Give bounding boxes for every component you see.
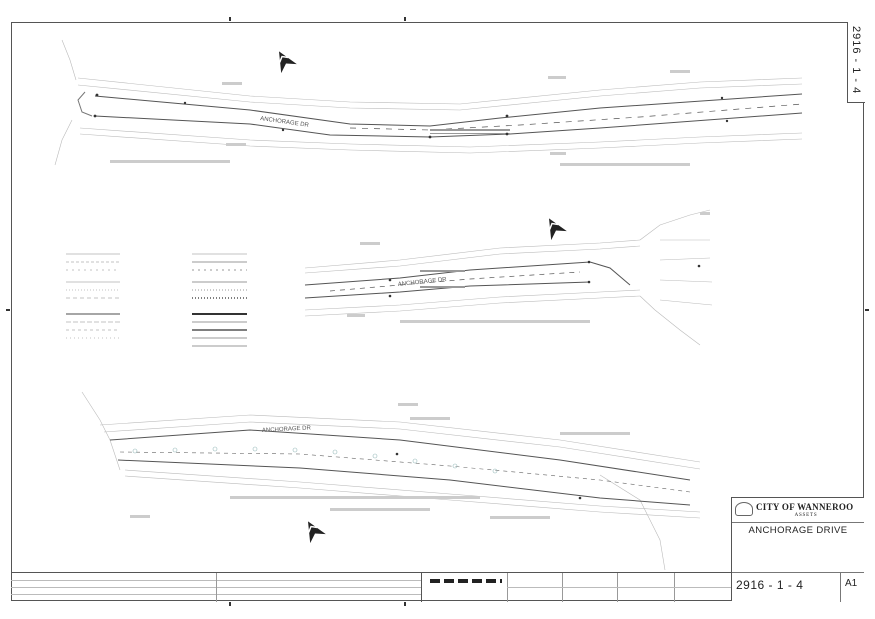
frame-tick [404,17,406,21]
frame-tick [229,602,231,606]
north-arrow-icon [278,51,297,74]
council-department: ASSETS [794,513,818,518]
frame-tick [865,309,869,311]
sheet-number-tab: 2916 - 1 - 4 [847,22,865,103]
frame-tick [6,309,10,311]
drawing-frame [11,22,864,601]
revision-table [11,572,421,602]
frame-tick [229,17,231,21]
signature-table [421,572,732,602]
revision-table-divider [216,573,217,602]
scale-bar [430,579,502,583]
north-arrow-icon [307,521,326,544]
frame-tick [404,602,406,606]
drawing-number: 2916 - 1 - 4 [736,578,804,592]
council-logo-icon [735,502,753,516]
title-block-divider [732,572,864,573]
title-block: CITY OF WANNEROO ASSETS ANCHORAGE DRIVE … [731,497,864,602]
title-block-divider [840,572,841,602]
road-label-top: ANCHORAGE DR [260,116,310,129]
road-label-bottom: ANCHORAGE DR [262,425,312,434]
north-arrow-icon [548,218,567,241]
sheet-number-tab-text: 2916 - 1 - 4 [850,26,862,95]
title-block-divider [732,522,864,523]
road-label-middle: ANCHORAGE DR [398,277,448,288]
council-name: CITY OF WANNEROO [756,502,854,512]
project-title: ANCHORAGE DRIVE [748,525,848,536]
signature-row-divider [507,587,732,588]
sheet-size: A1 [845,578,858,589]
